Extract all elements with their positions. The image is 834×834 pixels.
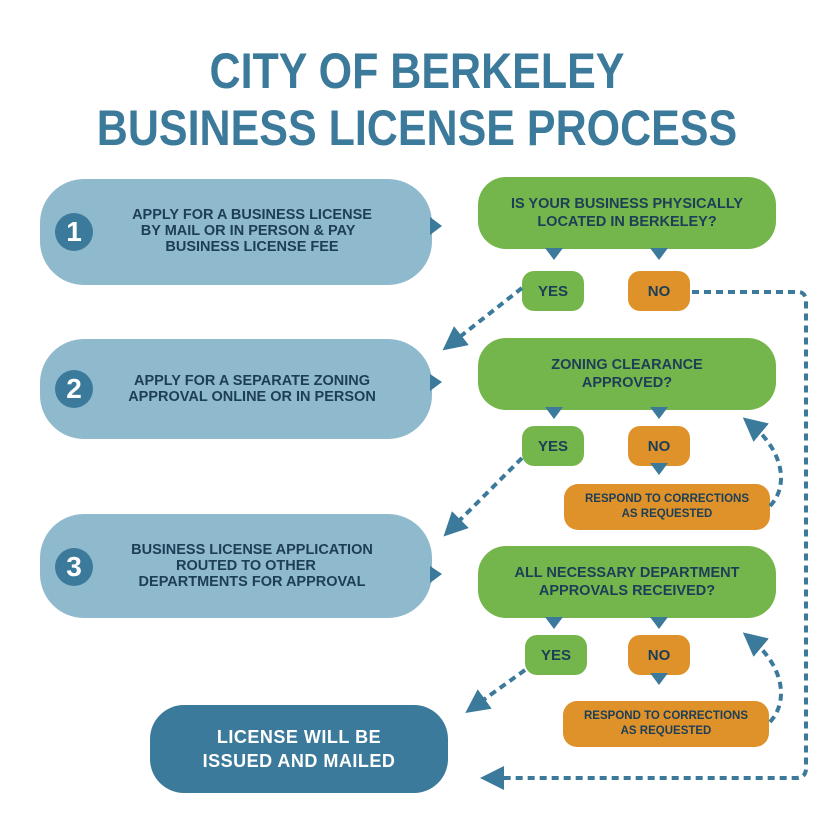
decision-2-zoning-clearance: ZONING CLEARANCE APPROVED? — [478, 338, 776, 410]
decision-1-physically-located: IS YOUR BUSINESS PHYSICALLY LOCATED IN B… — [478, 177, 776, 249]
decision-3-yes: YES — [525, 635, 587, 675]
step-3-text: BUSINESS LICENSE APPLICATION ROUTED TO O… — [131, 542, 373, 590]
decision-2-respond-corrections: RESPOND TO CORRECTIONS AS REQUESTED — [564, 484, 770, 530]
step-1-number-badge: 1 — [55, 213, 93, 251]
step-2-number-badge: 2 — [55, 370, 93, 408]
decision-1-no-down-arrow-icon — [650, 248, 668, 260]
step-3-number-badge: 3 — [55, 548, 93, 586]
page-title-line-1: CITY OF BERKELEY — [209, 43, 625, 99]
decision-2-yes: YES — [522, 426, 584, 466]
decision-3-yes-down-arrow-icon — [545, 617, 563, 629]
decision-1-yes: YES — [522, 271, 584, 311]
decision-1-no: NO — [628, 271, 690, 311]
step-2-box: 2 APPLY FOR A SEPARATE ZONING APPROVAL O… — [40, 339, 432, 439]
decision-3-no-down-arrow-icon — [650, 617, 668, 629]
final-license-issued: LICENSE WILL BE ISSUED AND MAILED — [150, 705, 448, 793]
step-3-box: 3 BUSINESS LICENSE APPLICATION ROUTED TO… — [40, 514, 432, 618]
step-1-box: 1 APPLY FOR A BUSINESS LICENSE BY MAIL O… — [40, 179, 432, 285]
decision-1-yes-down-arrow-icon — [545, 248, 563, 260]
yes-1-to-step-2-dotted-arrow-icon — [442, 286, 524, 351]
decision-2-no: NO — [628, 426, 690, 466]
page-title-line-2: BUSINESS LICENSE PROCESS — [96, 100, 738, 156]
decision-3-respond-corrections: RESPOND TO CORRECTIONS AS REQUESTED — [563, 701, 769, 747]
step-2-text: APPLY FOR A SEPARATE ZONING APPROVAL ONL… — [128, 373, 376, 405]
yes-2-to-step-3-dotted-arrow-icon — [443, 456, 524, 537]
decision-3-department-approvals: ALL NECESSARY DEPARTMENT APPROVALS RECEI… — [478, 546, 776, 618]
step-1-text: APPLY FOR A BUSINESS LICENSE BY MAIL OR … — [132, 207, 372, 255]
yes-3-to-final-dotted-arrow-icon — [465, 668, 527, 714]
decision-3-no: NO — [628, 635, 690, 675]
